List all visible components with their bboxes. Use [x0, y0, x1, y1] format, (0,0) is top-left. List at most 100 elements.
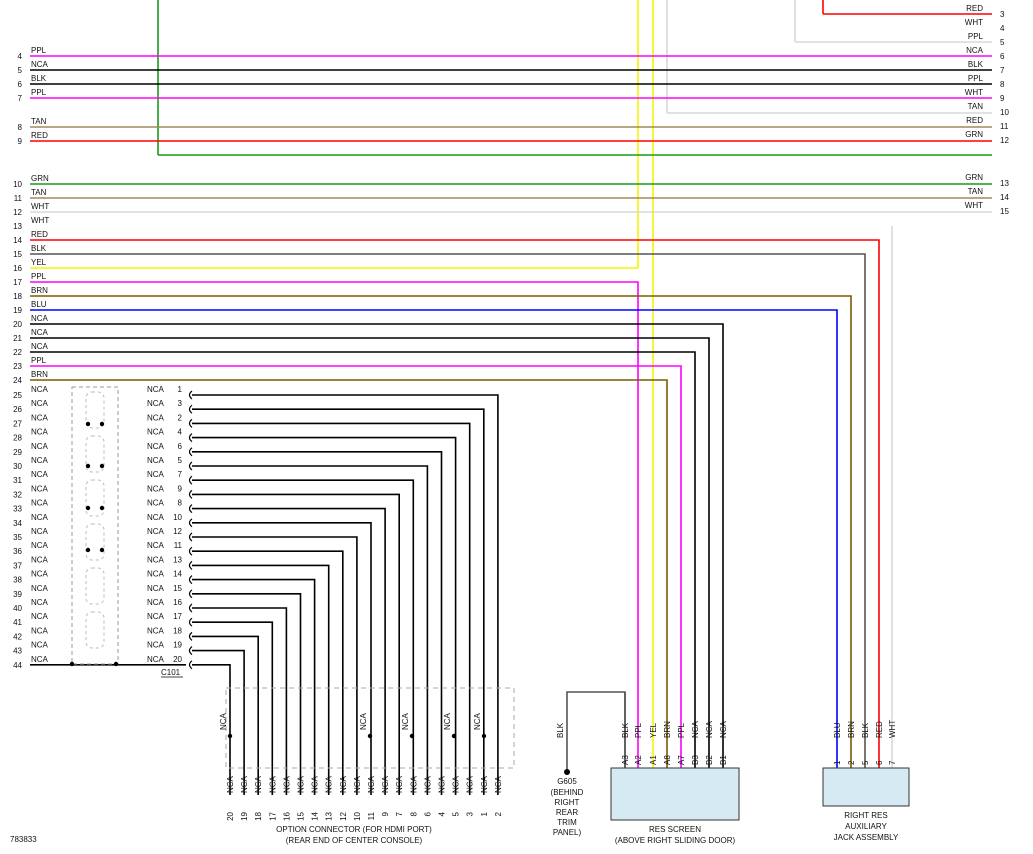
twisted-pair-marker: [85, 479, 105, 517]
c101-left-label: NCA: [31, 541, 49, 550]
c101-left-label: NCA: [31, 413, 49, 422]
right-wire-label: BLK: [968, 60, 984, 69]
c101-wire-label: NCA: [147, 513, 165, 522]
option-pin-number: 6: [423, 811, 432, 816]
left-wire-label: NCA: [31, 314, 49, 323]
c101-pin-terminal: [188, 560, 193, 570]
left-wire-number: 39: [13, 590, 22, 599]
wire-option-3: [192, 422, 471, 795]
wire-option-14: [192, 578, 316, 795]
right-wire-number: 14: [1000, 193, 1009, 202]
left-wire-number: 16: [13, 264, 22, 273]
c101-pin-number: 16: [173, 598, 182, 607]
c101-pin-number: 9: [178, 484, 183, 493]
option-wire-label: NCA: [325, 775, 334, 793]
right-wire-label: WHT: [965, 18, 983, 27]
res-pin-number: A1: [649, 755, 658, 765]
left-wire-number: 30: [13, 462, 22, 471]
left-wire-label: WHT: [31, 202, 49, 211]
c101-wire-label: NCA: [147, 413, 165, 422]
option-shield: [225, 687, 515, 769]
c101-wire-label: NCA: [147, 598, 165, 607]
c101-pin-number: 8: [178, 499, 183, 508]
right-wire-label: WHT: [965, 88, 983, 97]
c101-pin-terminal: [188, 631, 193, 641]
c101-pin-number: 18: [173, 626, 182, 635]
wire-option-8: [192, 479, 415, 795]
c101-pin-number: 4: [178, 428, 183, 437]
c101-pin-number: 10: [173, 513, 182, 522]
left-wire-number: 43: [13, 647, 22, 656]
c101-left-label: NCA: [31, 513, 49, 522]
right-wire-number: 7: [1000, 66, 1005, 75]
c101-pin-number: 17: [173, 612, 182, 621]
c101-left-label: NCA: [31, 399, 49, 408]
c101-pin-terminal: [188, 489, 193, 499]
splice-dot: [85, 421, 91, 427]
c101-pin-number: 5: [178, 456, 183, 465]
twisted-pair-marker: [85, 391, 105, 429]
right-wire-label: TAN: [968, 102, 984, 111]
left-wire-number: 22: [13, 348, 22, 357]
c101-pin-number: 13: [173, 555, 182, 564]
c101-wire-label: NCA: [147, 641, 165, 650]
wire-left-21: [30, 337, 710, 768]
left-wire-number: 14: [13, 236, 22, 245]
wire-left-15: [30, 253, 866, 768]
option-wire-label: NCA: [494, 775, 503, 793]
c101-pin-number: 15: [173, 584, 182, 593]
right-wire-label: WHT: [965, 201, 983, 210]
option-pin-number: 14: [311, 811, 320, 820]
aux-jack-title: RIGHT RES: [844, 811, 887, 820]
twisted-pair-marker: [85, 523, 105, 561]
res-pin-number: A8: [663, 755, 672, 765]
option-pin-number: 16: [282, 811, 291, 820]
c101-left-label: NCA: [31, 570, 49, 579]
left-wire-label: PPL: [31, 46, 47, 55]
left-wire-number: 12: [13, 208, 22, 217]
wire-option-20: [192, 663, 231, 795]
c101-wire-label: NCA: [147, 456, 165, 465]
left-wire-number: 32: [13, 490, 22, 499]
wire-option-6: [192, 465, 429, 795]
option-pin-number: 13: [325, 811, 334, 820]
right-wire-number: 11: [1000, 122, 1009, 131]
left-wire-number: 19: [13, 306, 22, 315]
c101-pin-terminal: [188, 546, 193, 556]
option-wire-label: NCA: [395, 775, 404, 793]
c101-pin-number: 12: [173, 527, 182, 536]
left-wire-label: PPL: [31, 272, 47, 281]
left-wire-number: 11: [14, 194, 23, 203]
c101-left-label: NCA: [31, 626, 49, 635]
c101-wire-label: NCA: [147, 428, 165, 437]
option-pin-number: 2: [494, 811, 503, 816]
left-wire-number: 20: [13, 320, 22, 329]
right-wire-number: 9: [1000, 94, 1005, 103]
c101-wire-label: NCA: [147, 555, 165, 564]
left-wire-label: PPL: [31, 356, 47, 365]
aux-wire-label: RED: [875, 721, 884, 738]
c101-pin-terminal: [188, 589, 193, 599]
right-wire-label: PPL: [968, 74, 984, 83]
option-upper-label: NCA: [473, 712, 482, 730]
wire-left-20: [30, 323, 724, 768]
right-wire-label: GRN: [965, 130, 983, 139]
left-wire-number: 44: [13, 661, 22, 670]
c101-pin-terminal: [188, 532, 193, 542]
left-wire-number: 27: [13, 419, 22, 428]
aux-wire-label: BLU: [833, 722, 842, 738]
left-wire-label: BRN: [31, 286, 48, 295]
left-wire-number: 10: [13, 180, 22, 189]
splice-dot: [99, 463, 105, 469]
aux-pin-number: 7: [888, 760, 897, 765]
c101-pin-number: 1: [178, 385, 183, 394]
option-pin-number: 8: [409, 811, 418, 816]
c101-wire-label: NCA: [147, 499, 165, 508]
wire-option-15: [192, 592, 302, 795]
wire-option-19: [192, 649, 245, 795]
c101-pin-terminal: [188, 660, 193, 670]
splice-dot: [227, 733, 233, 739]
option-wire-label: NCA: [438, 775, 447, 793]
wire-left-24: [30, 379, 668, 768]
c101-wire-label: NCA: [147, 612, 165, 621]
